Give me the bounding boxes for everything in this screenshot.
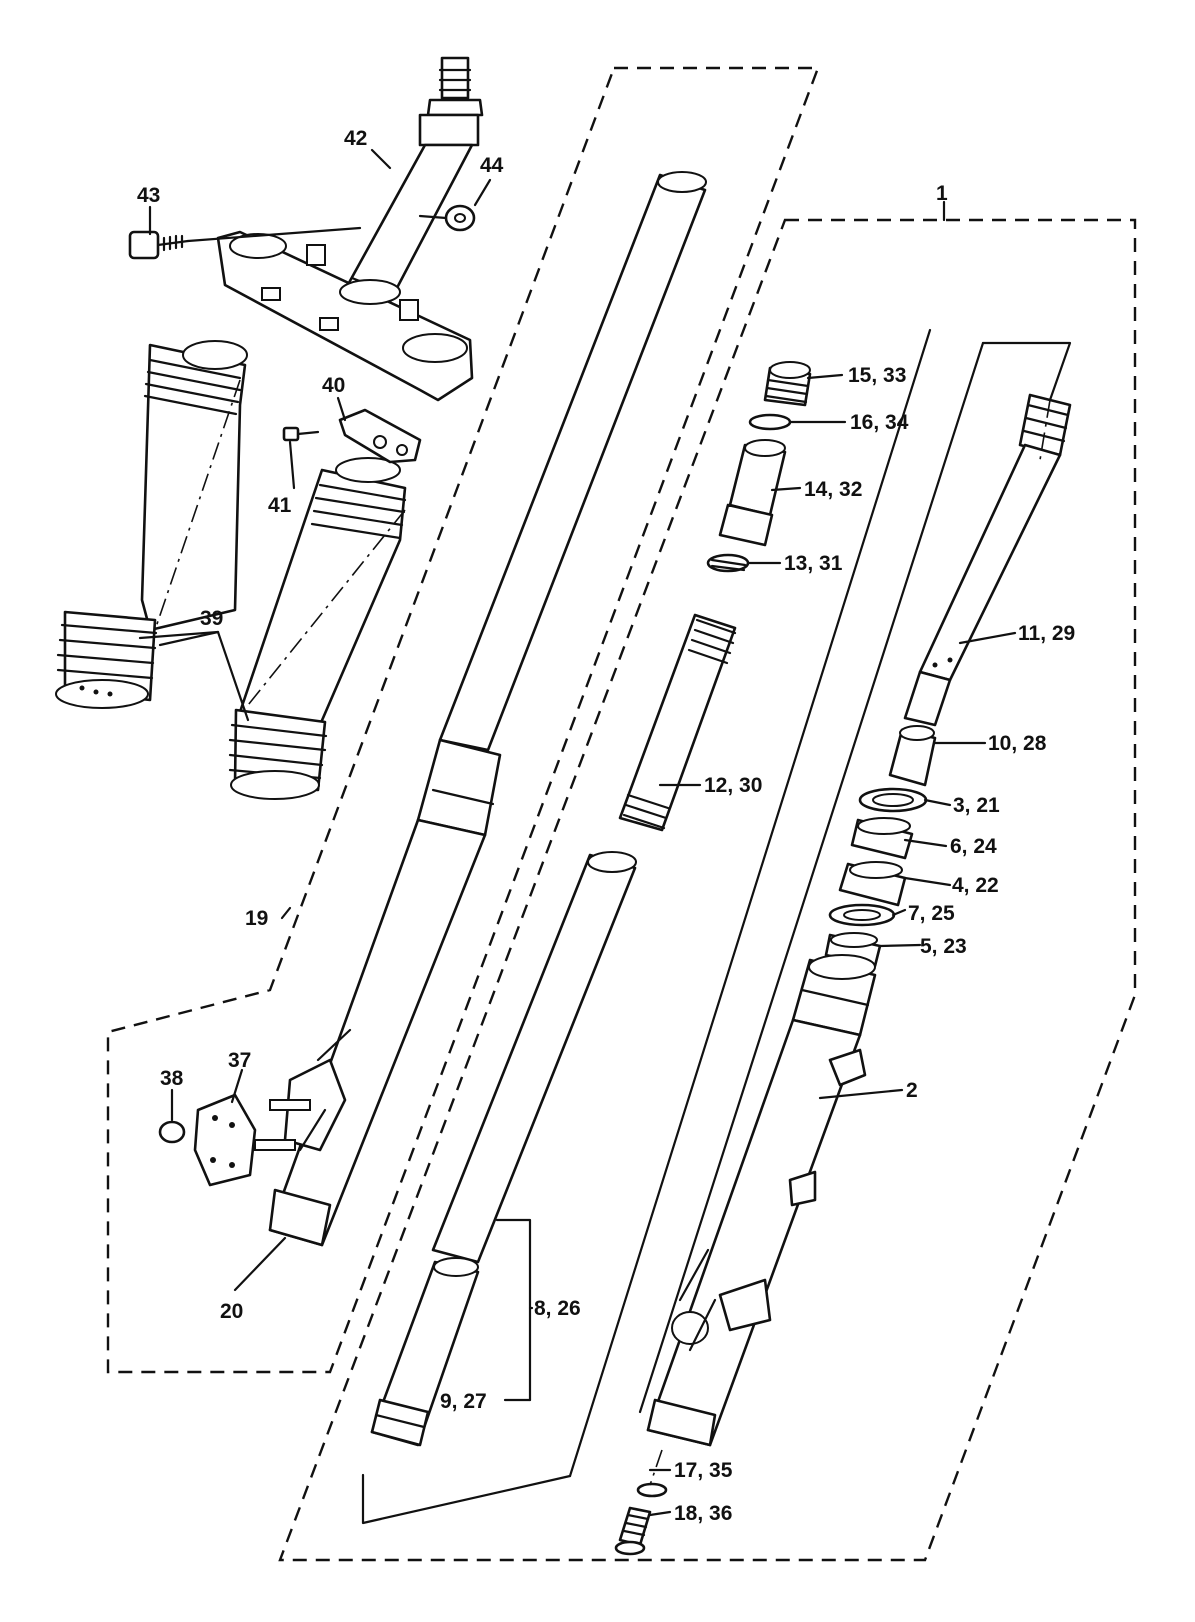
steering-stem [343, 56, 484, 307]
axle-clamp-nut [158, 1120, 186, 1144]
damper-group-outline-left [638, 341, 985, 1414]
axle-clamp [193, 1093, 257, 1187]
callout-labels: 1 2 3, 21 4, 22 5, 23 6, 24 7, 25 8, 26 … [137, 127, 1075, 1525]
damper-rod [903, 393, 1072, 727]
callout-17-35: 17, 35 [674, 1459, 733, 1482]
callout-40: 40 [322, 374, 345, 397]
callout-5-23: 5, 23 [920, 935, 967, 958]
callout-18-36: 18, 36 [674, 1502, 732, 1525]
group-outline-19 [106, 66, 820, 1374]
pinch-bolt [128, 230, 190, 260]
cable-guide-bracket [338, 408, 422, 464]
callout-7-25: 7, 25 [908, 902, 955, 925]
inner-tube [370, 851, 637, 1447]
callout-19: 19 [245, 907, 268, 930]
callout-4-22: 4, 22 [952, 874, 999, 897]
allen-bolt [614, 1506, 652, 1556]
callout-37: 37 [228, 1049, 251, 1072]
callout-1: 1 [936, 182, 948, 205]
callout-41: 41 [268, 494, 292, 517]
callout-43: 43 [137, 184, 160, 207]
callout-16-34: 16, 34 [850, 411, 909, 434]
bracket-screw [282, 426, 320, 442]
callout-2: 2 [906, 1079, 918, 1102]
fork-cap-bolt [763, 361, 812, 407]
callout-11-29: 11, 29 [1018, 622, 1075, 645]
callout-13-31: 13, 31 [784, 552, 843, 575]
stem-nut [444, 204, 476, 232]
under-bracket [216, 230, 474, 402]
callout-15-33: 15, 33 [848, 364, 906, 387]
callout-14-32: 14, 32 [804, 478, 862, 501]
outer-tube-left [254, 171, 707, 1247]
damper-group-outline [981, 341, 1072, 402]
nut-axis-line [418, 214, 448, 220]
bolt-axis-line [186, 226, 362, 243]
callout-12-30: 12, 30 [704, 774, 762, 797]
callout-42: 42 [344, 127, 367, 150]
leader-lines [138, 148, 1017, 1517]
spring-seat [706, 553, 750, 573]
callout-9-27: 9, 27 [440, 1390, 487, 1413]
callout-3-21: 3, 21 [953, 794, 1000, 817]
callout-38: 38 [160, 1067, 184, 1090]
callout-39: 39 [200, 607, 223, 630]
outer-tube-right [646, 954, 877, 1447]
inner-tube-group-line [361, 1473, 572, 1525]
centerline-boot-left [154, 379, 241, 631]
callout-20: 20 [220, 1300, 243, 1323]
fork-boot-right [228, 457, 407, 800]
o-ring [748, 413, 792, 431]
centerline-drain [649, 1449, 663, 1486]
centerline-boot-right [239, 509, 406, 716]
centerline-damper [1039, 399, 1051, 461]
callout-8-26: 8, 26 [534, 1297, 581, 1320]
callout-10-28: 10, 28 [988, 732, 1047, 755]
fork-spring [618, 613, 737, 832]
group-outline-1 [278, 218, 1137, 1562]
damper-rod-seat [888, 725, 937, 787]
callout-6-24: 6, 24 [950, 835, 997, 858]
inner-tube-group-line-top [568, 328, 932, 1478]
callout-44: 44 [480, 154, 504, 177]
drain-washer [636, 1482, 668, 1498]
oil-seal-stack [824, 787, 928, 968]
fork-boot-left [55, 340, 248, 709]
spacer-pipe [718, 439, 787, 547]
